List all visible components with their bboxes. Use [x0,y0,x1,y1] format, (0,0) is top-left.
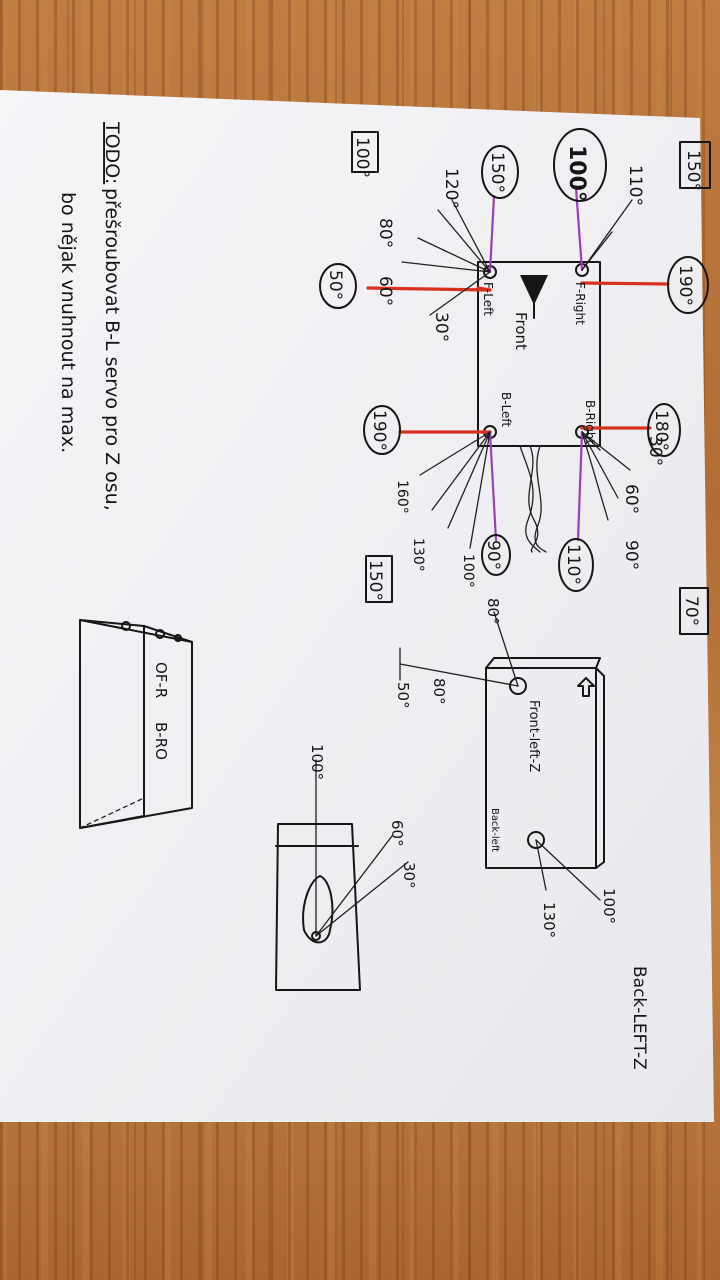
todo-line-2: bo nějak vnuhnout na max. [57,192,79,453]
todo-line-1: přešroubovat B-L servo pro Z osu, [101,188,123,511]
todo-heading: TODO: [101,121,123,184]
